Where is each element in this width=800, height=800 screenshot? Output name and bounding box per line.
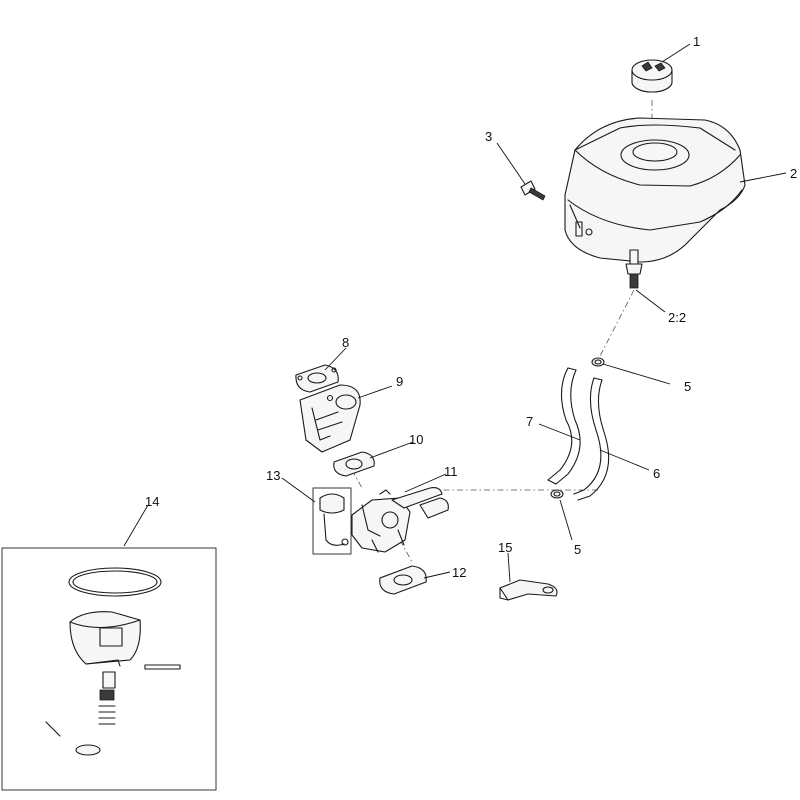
callout-5-lower: 5	[574, 542, 581, 557]
callout-leaders	[123, 43, 787, 583]
callout-5-upper: 5	[684, 379, 691, 394]
callout-9: 9	[396, 374, 403, 389]
fuel-hose-short[interactable]	[547, 367, 581, 485]
fuel-hose-long[interactable]	[573, 377, 610, 501]
callout-12: 12	[452, 565, 466, 580]
callout-2-2: 2:2	[668, 310, 686, 325]
callout-8: 8	[342, 335, 349, 350]
air-cleaner-kit[interactable]	[1, 547, 217, 791]
choke-linkage[interactable]	[499, 579, 558, 601]
fuel-shutoff-valve[interactable]	[625, 249, 643, 289]
callout-13: 13	[266, 468, 280, 483]
fuel-tank[interactable]	[564, 117, 746, 263]
intake-gasket[interactable]	[295, 364, 339, 393]
callout-labels: 1 2 3 2:2 5 5 6 7 8 9 10 11 12 13 14 15	[145, 34, 797, 580]
callout-6: 6	[653, 466, 660, 481]
callout-11: 11	[444, 464, 458, 479]
callout-1: 1	[693, 34, 700, 49]
callout-2: 2	[790, 166, 797, 181]
carburetor-assembly[interactable]	[351, 487, 449, 553]
callout-10: 10	[409, 432, 423, 447]
callout-14: 14	[145, 494, 159, 509]
intake-spacer[interactable]	[299, 384, 361, 453]
fuel-solenoid-kit[interactable]	[312, 487, 352, 555]
callout-15: 15	[498, 540, 512, 555]
fuel-cap[interactable]	[631, 59, 673, 93]
hose-clamp-lower[interactable]	[550, 489, 564, 499]
callout-3: 3	[485, 129, 492, 144]
lower-gasket[interactable]	[379, 565, 427, 595]
carburetor-gasket[interactable]	[333, 451, 375, 477]
hose-clamp-upper[interactable]	[591, 357, 605, 367]
tank-bolt[interactable]	[520, 180, 546, 201]
callout-7: 7	[526, 414, 533, 429]
